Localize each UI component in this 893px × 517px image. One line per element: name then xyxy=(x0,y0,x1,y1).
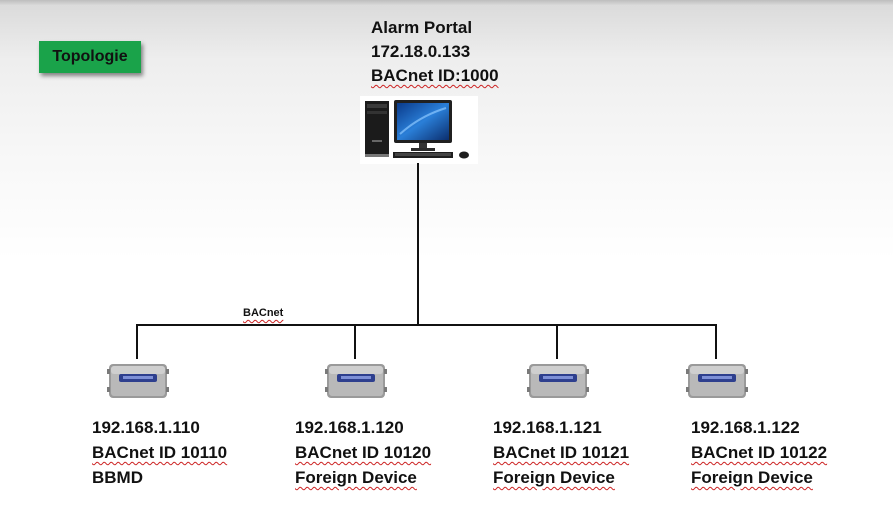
device-bacnet-id: BACnet ID 10121 xyxy=(493,443,630,462)
controller-device-icon xyxy=(527,360,589,400)
device-bacnet-id: BACnet ID 10120 xyxy=(295,443,432,462)
top-shadow-bar xyxy=(0,0,893,6)
device-ip: 192.168.1.110 xyxy=(92,418,200,437)
topology-badge: Topologie xyxy=(39,41,141,73)
device-role: Foreign Device xyxy=(691,468,813,487)
device-label-3: 192.168.1.121 BACnet ID 10121 Foreign De… xyxy=(493,415,629,490)
device-label-2: 192.168.1.120 BACnet ID 10120 Foreign De… xyxy=(295,415,431,490)
trunk-line xyxy=(417,163,419,326)
device-label-4: 192.168.1.122 BACnet ID 10122 Foreign De… xyxy=(691,415,827,490)
topology-badge-label: Topologie xyxy=(52,48,128,65)
portal-ip: 172.18.0.133 xyxy=(371,42,471,61)
controller-device-icon xyxy=(107,360,169,400)
device-label-1: 192.168.1.110 BACnet ID 10110 BBMD xyxy=(92,415,227,490)
drop-line-2 xyxy=(354,325,356,359)
device-ip: 192.168.1.120 xyxy=(295,418,404,437)
bacnet-bus-line xyxy=(136,324,717,326)
drop-line-1 xyxy=(136,325,138,359)
device-role: Foreign Device xyxy=(493,468,615,487)
device-bacnet-id: BACnet ID 10110 xyxy=(92,443,228,462)
device-ip: 192.168.1.121 xyxy=(493,418,602,437)
controller-device-icon xyxy=(325,360,387,400)
desktop-computer-icon xyxy=(360,96,478,164)
portal-label: Alarm Portal 172.18.0.133 BACnet ID:1000 xyxy=(371,16,499,88)
device-role: Foreign Device xyxy=(295,468,417,487)
portal-bacnet-id: BACnet ID:1000 xyxy=(371,66,499,85)
drop-line-4 xyxy=(715,325,717,359)
device-bacnet-id: BACnet ID 10122 xyxy=(691,443,828,462)
device-ip: 192.168.1.122 xyxy=(691,418,800,437)
device-role: BBMD xyxy=(92,468,143,487)
bus-label: BACnet xyxy=(243,307,284,319)
drop-line-3 xyxy=(556,325,558,359)
controller-device-icon xyxy=(686,360,748,400)
portal-name: Alarm Portal xyxy=(371,18,473,37)
